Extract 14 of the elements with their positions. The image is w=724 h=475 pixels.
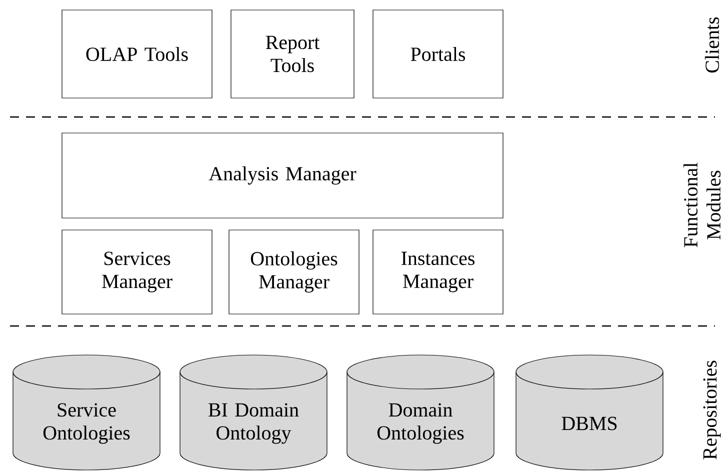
layer-label: Repositories (703, 360, 721, 460)
database-cylinder: DBMS (516, 354, 664, 470)
module-box: Portals (372, 10, 504, 98)
database-cylinder: Domain Ontologies (346, 354, 494, 470)
module-box: Services Manager (62, 230, 212, 314)
database-cylinder: BI Domain Ontology (180, 354, 328, 470)
layer-label: Clients (704, 17, 720, 73)
module-box: Instances Manager (372, 230, 504, 314)
module-box: Report Tools (230, 10, 354, 98)
module-box: Analysis Manager (62, 132, 504, 218)
module-box: OLAP Tools (62, 10, 212, 98)
database-cylinder: Service Ontologies (12, 354, 160, 470)
module-box: Ontologies Manager (228, 230, 360, 314)
layer-label: Functional Modules (683, 162, 721, 248)
